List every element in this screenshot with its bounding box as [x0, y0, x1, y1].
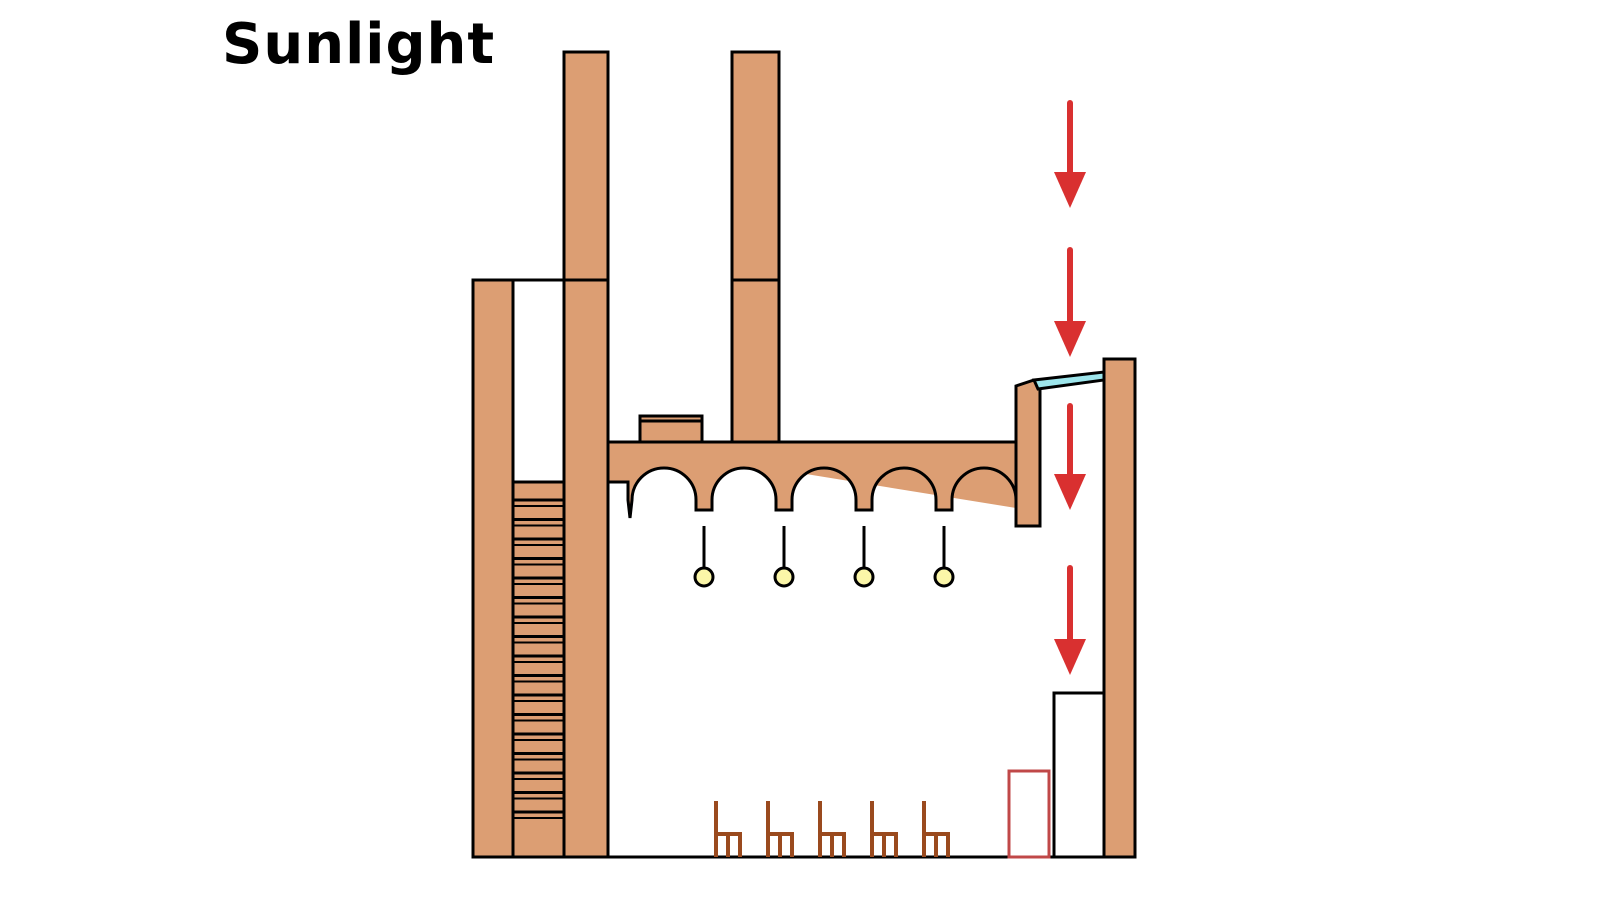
arched-ceiling [606, 440, 1040, 528]
chair-icon [714, 801, 742, 857]
arrow-down-icon [1054, 247, 1086, 357]
chair-icon [818, 801, 846, 857]
left-outer-wall [471, 278, 515, 859]
skylight-glass [1031, 370, 1106, 391]
pendant-lamps [693, 526, 955, 588]
arrow-down-icon [1054, 403, 1086, 510]
chair-icon [870, 801, 898, 857]
right-outer-wall [1102, 357, 1137, 859]
white-block [1052, 691, 1106, 859]
stair-shaft [511, 278, 566, 484]
chair-icon [766, 801, 794, 857]
diagram-title: Sunlight [222, 12, 496, 77]
chairs [714, 801, 950, 857]
staircase [511, 480, 566, 859]
left-chimney [562, 50, 610, 282]
sunlight-arrows [1054, 100, 1086, 675]
arrow-down-icon [1054, 100, 1086, 208]
door [1007, 769, 1051, 859]
pendant-lamp-icon [853, 566, 875, 588]
chair-icon [922, 801, 950, 857]
right-chimney-lower [730, 278, 781, 444]
right-chimney-upper [730, 50, 781, 282]
pendant-lamp-icon [933, 566, 955, 588]
pendant-lamp-icon [693, 566, 715, 588]
arrow-down-icon [1054, 565, 1086, 675]
pendant-lamp-icon [773, 566, 795, 588]
left-inner-wall [562, 278, 610, 859]
